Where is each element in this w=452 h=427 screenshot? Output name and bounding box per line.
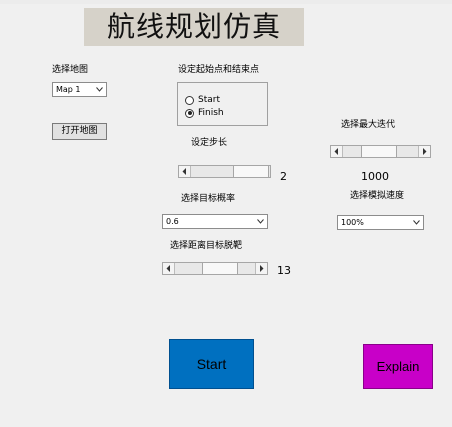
window-top-edge [0,0,452,4]
arrow-left-icon[interactable] [163,263,175,274]
endpoints-group: Start Finish [177,82,268,126]
iterations-slider-thumb[interactable] [360,146,397,157]
step-slider-thumb[interactable] [232,166,269,177]
explain-button[interactable]: Explain [363,344,433,389]
iterations-label: 选择最大迭代 [341,120,396,130]
goal-dist-label: 选择距离目标脱靶 [170,241,243,251]
radio-start-row[interactable]: Start [185,95,220,105]
map-select[interactable]: Map 1 [52,82,107,97]
step-value: 2 [280,170,287,183]
sim-speed-label: 选择模拟速度 [350,191,405,201]
goal-prob-value: 0.6 [166,217,179,226]
arrow-right-icon[interactable] [418,146,430,157]
arrow-right-icon[interactable] [255,263,267,274]
arrow-left-icon[interactable] [179,166,191,177]
radio-start[interactable] [185,95,194,105]
chevron-down-icon [410,216,423,229]
open-map-button[interactable]: 打开地图 [52,123,107,140]
radio-finish-row[interactable]: Finish [185,108,224,118]
goal-prob-label: 选择目标概率 [181,194,236,204]
chevron-down-icon [93,83,106,96]
radio-finish[interactable] [185,108,194,118]
radio-finish-label: Finish [198,108,224,118]
sim-speed-value: 100% [341,218,364,227]
step-slider[interactable] [178,165,271,178]
endpoints-label: 设定起始点和结束点 [178,65,260,75]
iterations-slider[interactable] [330,145,431,158]
chevron-down-icon [254,215,267,228]
goal-prob-select[interactable]: 0.6 [162,214,268,229]
start-button[interactable]: Start [169,339,254,389]
goal-dist-value: 13 [277,264,291,277]
step-label: 设定步长 [191,138,228,148]
goal-dist-slider[interactable] [162,262,268,275]
page-title: 航线规划仿真 [84,8,304,46]
iterations-value: 1000 [361,170,389,183]
map-label: 选择地图 [52,65,89,75]
arrow-left-icon[interactable] [331,146,343,157]
map-select-value: Map 1 [56,85,81,94]
radio-start-label: Start [198,95,220,105]
goal-dist-slider-thumb[interactable] [202,263,239,274]
sim-speed-select[interactable]: 100% [337,215,424,230]
